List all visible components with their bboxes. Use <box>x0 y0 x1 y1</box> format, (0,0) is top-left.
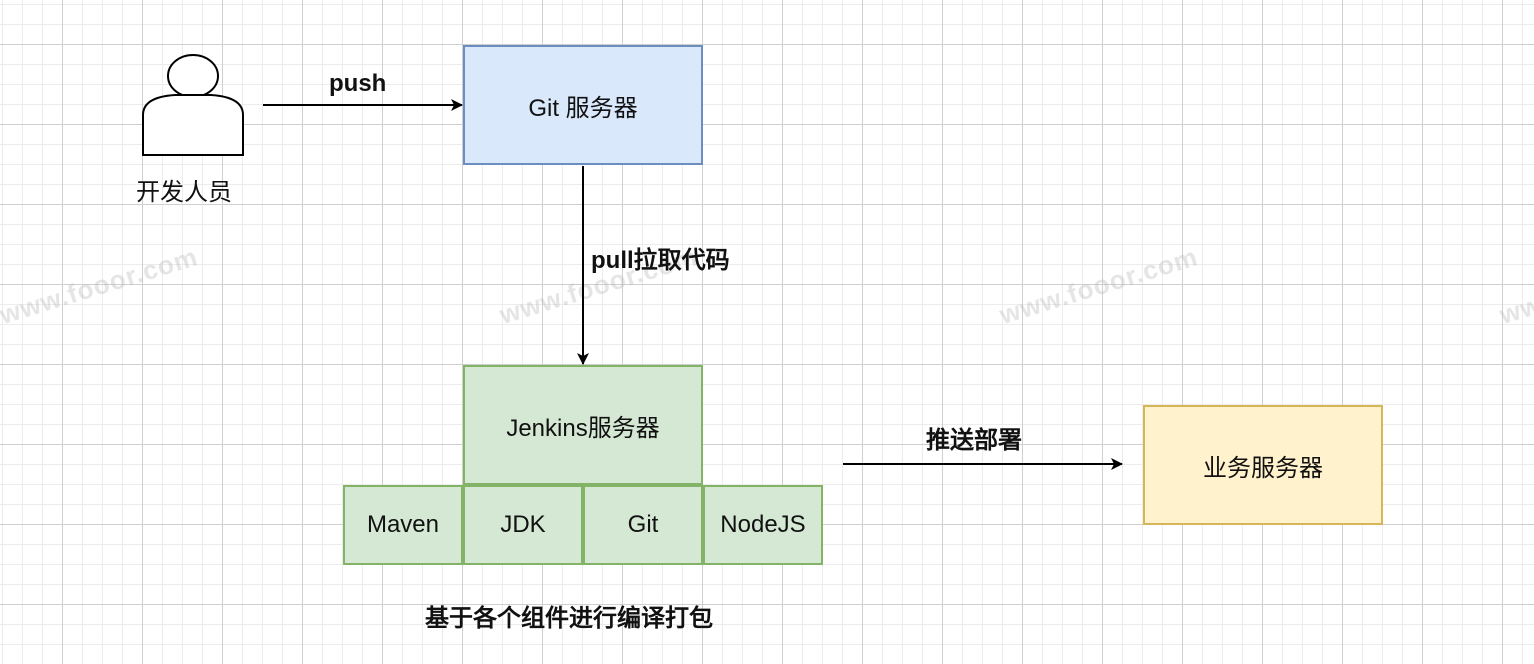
build-caption: 基于各个组件进行编译打包 <box>425 605 713 632</box>
actor-label: 开发人员 <box>136 179 232 206</box>
git-server-label: Git 服务器 <box>528 94 638 122</box>
component-nodejs[interactable]: NodeJS <box>703 485 823 565</box>
business-server-node[interactable]: 业务服务器 <box>1143 405 1383 525</box>
deploy-label: 推送部署 <box>926 427 1022 454</box>
component-git[interactable]: Git <box>583 485 703 565</box>
component-label: JDK <box>500 511 546 538</box>
component-label: Maven <box>366 511 440 538</box>
user-icon[interactable] <box>142 54 244 156</box>
jenkins-server-node[interactable]: Jenkins服务器 <box>463 365 703 485</box>
component-label: NodeJS <box>720 511 806 538</box>
push-label: push <box>329 70 387 97</box>
jenkins-server-label: Jenkins服务器 <box>506 414 660 442</box>
pull-label: pull拉取代码 <box>591 247 730 274</box>
component-maven[interactable]: Maven <box>343 485 463 565</box>
business-server-label: 业务服务器 <box>1203 454 1323 482</box>
git-server-node[interactable]: Git 服务器 <box>463 45 703 165</box>
component-label: Git <box>627 511 659 538</box>
component-jdk[interactable]: JDK <box>463 485 583 565</box>
